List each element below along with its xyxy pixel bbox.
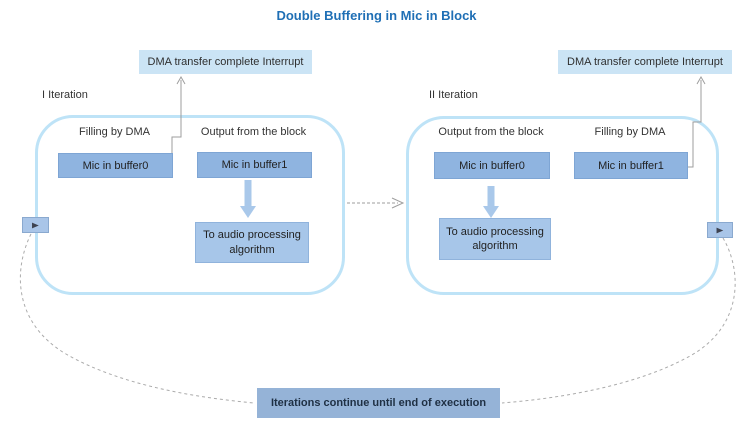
blue-arrowhead-down-right-icon [483, 206, 499, 218]
dma-interrupt-box-right: DMA transfer complete Interrupt [558, 50, 732, 74]
iteration2-buffer1-box: Mic in buffer1 [574, 152, 688, 179]
arrowhead-up-left-icon [176, 75, 186, 85]
iteration2-container [406, 116, 719, 295]
iteration1-buffer1-box: Mic in buffer1 [197, 152, 312, 178]
connector-buffer1-to-interrupt-right [687, 80, 702, 168]
iteration2-output-heading: Output from the block [438, 126, 544, 138]
play-icon: ▶ [32, 220, 39, 229]
arrowhead-right-icon [391, 197, 405, 209]
iteration1-label: I Iteration [42, 89, 88, 101]
dashed-curve-right-to-footer [501, 237, 736, 404]
exit-marker-right: ▶ [707, 222, 733, 238]
dma-interrupt-box-left: DMA transfer complete Interrupt [139, 50, 312, 74]
iteration2-label: II Iteration [429, 89, 478, 101]
footer-iterations-box: Iterations continue until end of executi… [257, 388, 500, 418]
iteration1-container [35, 115, 345, 295]
dashed-curve-left-to-footer [19, 233, 255, 404]
iteration1-audio-processing-box: To audio processing algorithm [195, 222, 309, 263]
arrowhead-up-right-icon [696, 75, 706, 85]
iteration2-buffer0-box: Mic in buffer0 [434, 152, 550, 179]
entry-marker-left: ▶ [22, 217, 49, 233]
iteration1-filling-heading: Filling by DMA [79, 126, 150, 138]
page-title: Double Buffering in Mic in Block [276, 8, 477, 23]
iteration1-output-heading: Output from the block [200, 126, 307, 138]
connector-buffer0-to-interrupt-left [171, 80, 182, 166]
blue-arrowhead-down-left-icon [240, 206, 256, 218]
iteration2-filling-heading: Filling by DMA [594, 126, 666, 138]
play-icon: ▶ [716, 225, 724, 234]
iteration2-audio-processing-box: To audio processing algorithm [439, 218, 551, 260]
iteration1-buffer0-box: Mic in buffer0 [58, 153, 173, 178]
